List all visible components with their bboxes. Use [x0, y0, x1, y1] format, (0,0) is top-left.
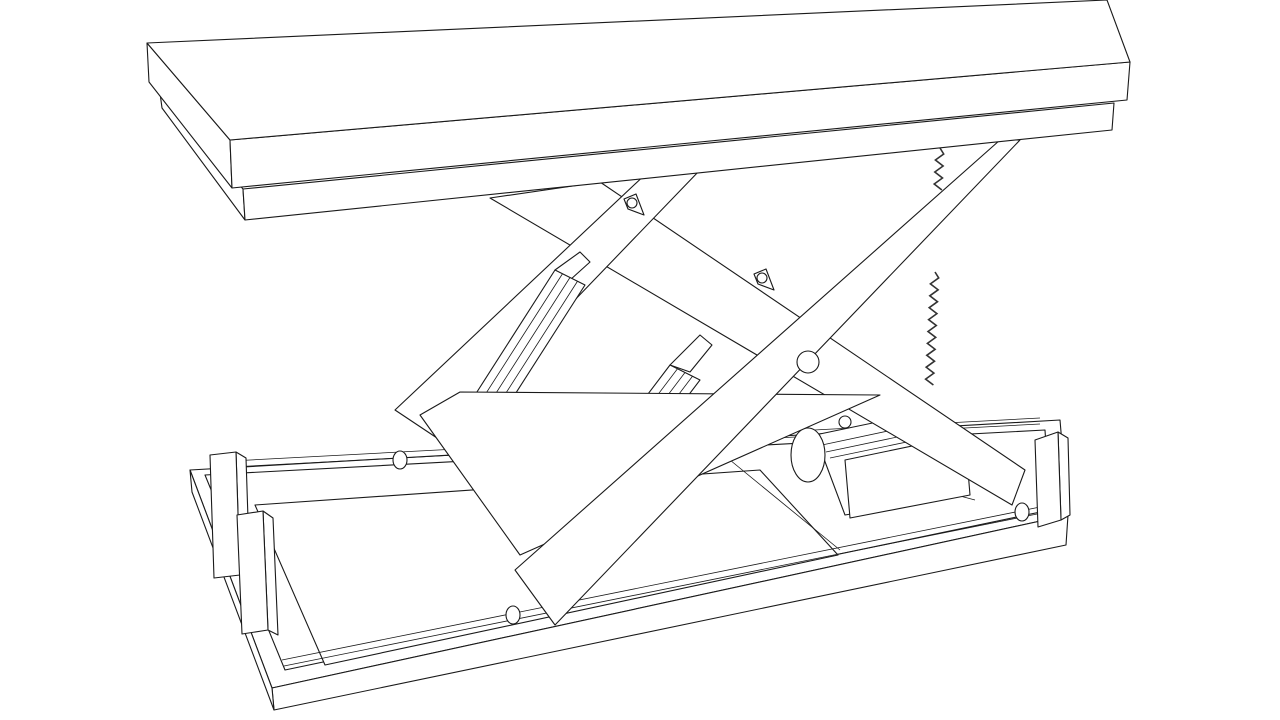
filler-cap-icon [838, 415, 852, 429]
tabletop [146, 0, 1131, 221]
cylinder-rod [669, 334, 713, 373]
hinge-bracket-left [623, 193, 645, 216]
roller-front-left-icon [505, 605, 521, 625]
front-scissor-pair [419, 139, 1021, 626]
cylinder-rib [497, 281, 578, 407]
cable-spring-upper-icon [932, 147, 945, 191]
hydraulic-cylinder-left [474, 251, 591, 411]
front-left-post [236, 510, 279, 636]
base-cross-rail [729, 459, 841, 551]
right-post [1034, 431, 1071, 528]
hinge-brackets [623, 193, 775, 291]
post-front [209, 451, 241, 579]
tabletop-skirt-front [242, 102, 1115, 221]
cable-springs [924, 147, 945, 386]
rollers [392, 450, 1030, 625]
center-pivot-bolt-icon [796, 350, 820, 374]
post-front [1034, 431, 1062, 528]
roller-right-icon [1014, 502, 1030, 522]
cylinder-rib [489, 277, 571, 403]
base-rail-front [281, 504, 1051, 661]
hinge-pin-icon [756, 272, 768, 284]
cylinder-rib [482, 273, 563, 399]
hinge-bracket-right [753, 268, 775, 291]
cable-spring-lower-icon [924, 271, 940, 386]
hinge-pin-icon [626, 197, 638, 209]
post-front [236, 510, 269, 635]
roller-rear-left-icon [392, 450, 408, 470]
guide-posts [209, 431, 1071, 636]
motor-end-cap [790, 427, 826, 483]
base-rail-front-2 [283, 510, 1053, 667]
tabletop-surface [146, 0, 1131, 141]
